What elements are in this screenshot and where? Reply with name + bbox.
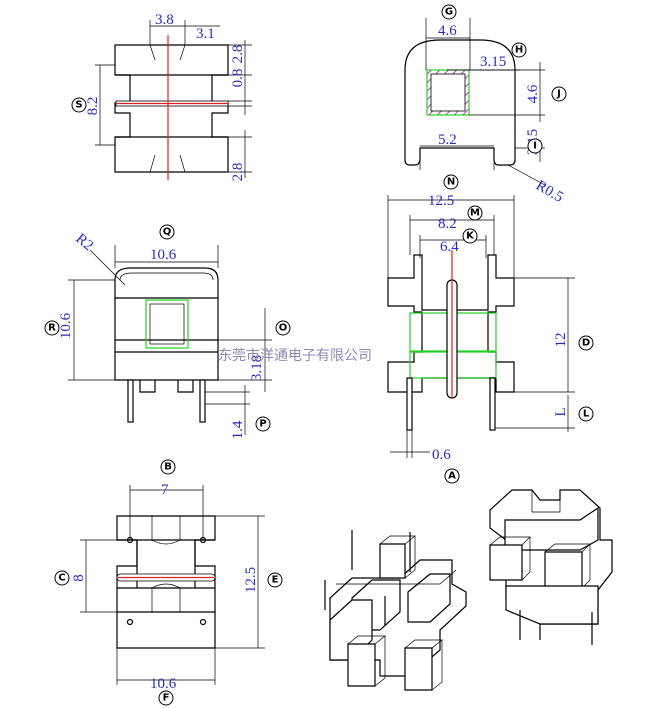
dim-s-top-a: 3.8 bbox=[155, 12, 174, 28]
dim-s-left: 8.2 bbox=[85, 97, 101, 116]
callout-e: E bbox=[272, 575, 279, 586]
callout-o: O bbox=[279, 323, 288, 334]
dim-q-pin: 1.4 bbox=[230, 420, 246, 439]
callout-r: R bbox=[48, 323, 56, 334]
isometric-view-pins-up bbox=[324, 530, 467, 691]
company-watermark: 东莞市洋通电子有限公司 bbox=[218, 347, 372, 364]
dim-g-right: 4.6 bbox=[525, 84, 541, 103]
dim-g-gap: 5.2 bbox=[438, 132, 457, 148]
dim-n-height: 12 bbox=[553, 333, 569, 348]
callout-p: P bbox=[259, 419, 266, 430]
dim-g-radius: R0.5 bbox=[533, 178, 566, 206]
view-b: 7 8 12.5 10.6 B C E F bbox=[54, 459, 283, 706]
callout-d: D bbox=[582, 338, 590, 349]
dim-s-right-b: 0.8 bbox=[230, 69, 246, 88]
dim-q-left: 10.6 bbox=[58, 312, 74, 339]
dim-n-inner: 6.4 bbox=[440, 239, 459, 255]
callout-f: F bbox=[163, 693, 170, 704]
dim-n-pin: 0.6 bbox=[432, 447, 451, 463]
callout-l: L bbox=[583, 409, 590, 420]
callout-b: B bbox=[164, 462, 172, 473]
dim-n-l: L bbox=[553, 407, 569, 416]
callout-s: S bbox=[75, 100, 82, 111]
dim-s-top-b: 3.1 bbox=[196, 26, 215, 42]
callout-g: G bbox=[445, 7, 453, 18]
dim-q-radius: R2 bbox=[72, 231, 96, 255]
dim-n-overall: 12.5 bbox=[428, 193, 454, 209]
dim-b-top: 7 bbox=[161, 482, 169, 498]
dim-s-bottom: 2.8 bbox=[230, 163, 246, 182]
callout-m: M bbox=[470, 208, 480, 219]
callout-j: J bbox=[556, 89, 561, 100]
dim-g-top: 4.6 bbox=[438, 23, 457, 39]
dim-s-right-a: 2.8 bbox=[230, 45, 246, 64]
dim-q-right: 3.18 bbox=[249, 355, 265, 381]
view-g: 4.6 3.15 4.6 5.2 3.15 R0.5 G H J I bbox=[404, 4, 567, 206]
isometric-view-pins-down bbox=[489, 489, 613, 645]
dim-g-inner: 3.15 bbox=[480, 54, 506, 70]
dim-b-right: 12.5 bbox=[243, 567, 259, 593]
callout-q: Q bbox=[163, 227, 172, 238]
dim-b-bottom: 10.6 bbox=[150, 676, 177, 692]
callout-k: K bbox=[466, 231, 475, 242]
view-n: 12.5 8.2 6.4 12 L 0.6 N M K D L A bbox=[387, 174, 594, 484]
dim-n-mid: 8.2 bbox=[438, 216, 457, 232]
dim-q-top: 10.6 bbox=[150, 247, 177, 263]
callout-i: I bbox=[533, 141, 537, 152]
callout-n: N bbox=[447, 177, 455, 188]
callout-a: A bbox=[448, 471, 456, 482]
view-s: 3.8 3.1 2.8 0.8 8.2 2.8 S bbox=[71, 12, 252, 182]
callout-h: H bbox=[515, 45, 523, 56]
callout-c: C bbox=[58, 573, 65, 584]
dim-b-left: 8 bbox=[71, 574, 87, 582]
view-q: 10.6 R2 10.6 3.18 1.4 Q R O P bbox=[44, 224, 291, 439]
